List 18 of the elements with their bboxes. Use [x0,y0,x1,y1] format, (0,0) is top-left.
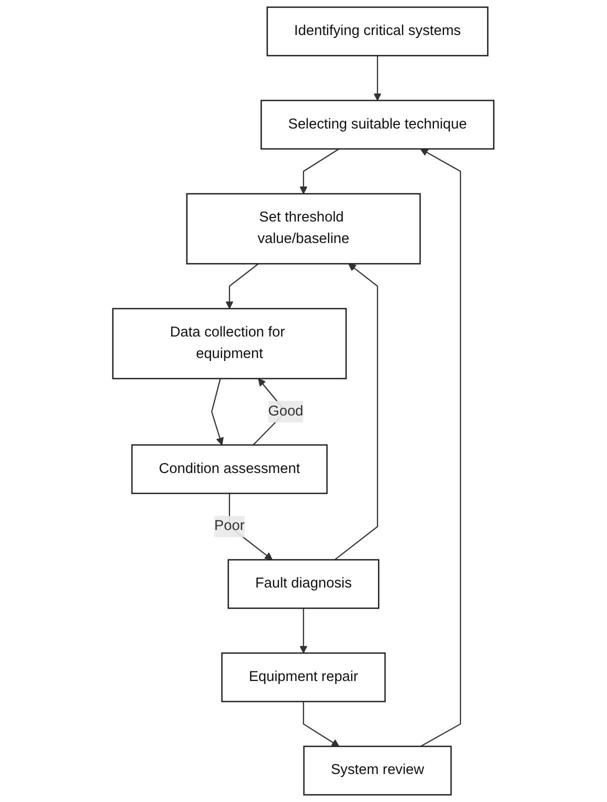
node-box: Identifying critical systems [266,6,489,56]
arrow [303,702,340,747]
arrow [300,148,340,194]
arrow [226,263,259,309]
node-box: Fault diagnosis [228,559,380,609]
arrow [420,148,462,747]
node-box: System review [303,746,452,796]
edge-label: Good [268,404,304,419]
node-box: Condition assessment [131,444,328,494]
arrow [300,608,308,654]
arrow [374,56,382,101]
edge-label: Poor [214,518,245,534]
node-box: Equipment repair [221,652,386,702]
node-box: Set threshold value/baseline [186,193,421,264]
arrow [211,378,224,446]
arrow [334,263,378,560]
node-box: Selecting suitable technique [260,100,495,150]
node-box: Data collection for equipment [112,308,347,380]
